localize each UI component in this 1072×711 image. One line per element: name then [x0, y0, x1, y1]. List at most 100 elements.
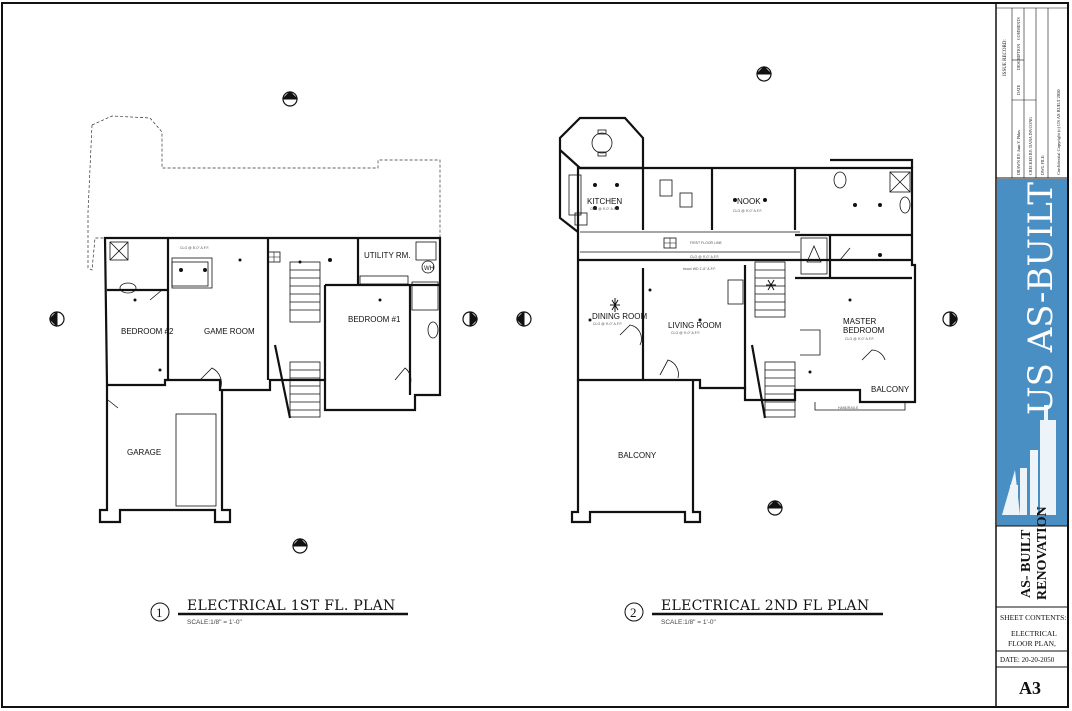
- plan-1-title: ELECTRICAL 1ST FL. PLAN: [187, 598, 396, 614]
- room-label-bedroom1: BEDROOM #1: [348, 315, 401, 324]
- room-label-game-room: GAME ROOM: [204, 327, 255, 336]
- water-heater: [421, 260, 435, 274]
- table: [591, 132, 613, 154]
- room-label-living: LIVING ROOM: [668, 321, 722, 330]
- issue-col-date: DATE: [1016, 84, 1021, 95]
- svg-text:HANDRAILS: HANDRAILS: [838, 406, 859, 410]
- ceiling-fan-icon: [610, 298, 620, 312]
- door-swing: [659, 359, 679, 379]
- sheet-date: DATE: 20-20-2050: [1000, 656, 1055, 664]
- title-block: ISSUE RECORD: DATE DESCRIPTION COMMENTS …: [996, 7, 1068, 698]
- electrical-symbols: [133, 251, 382, 372]
- plan-1-number: 1: [156, 605, 163, 620]
- marker-east-2: [942, 311, 958, 327]
- door-swing: [394, 367, 412, 386]
- counter: [568, 174, 582, 216]
- plan-2-number: 2: [630, 605, 637, 620]
- room-label-bedroom2: BEDROOM #2: [121, 327, 174, 336]
- svg-text:CLG @ 9'-0" A.F.F.: CLG @ 9'-0" A.F.F.: [671, 331, 700, 335]
- room-label-kitchen: KITCHEN: [587, 197, 622, 206]
- svg-text:FIRST FLOOR LINE: FIRST FLOOR LINE: [690, 241, 722, 245]
- room-label-dining: DINING ROOM: [592, 312, 647, 321]
- closet: [800, 237, 828, 275]
- plan-2-second-floor: HANDRAILS FIRST FLOOR LINE CLG @ 9'-0" A…: [516, 66, 958, 626]
- issue-record-label: ISSUE RECORD:: [1003, 39, 1008, 76]
- marker-west-2: [516, 311, 532, 327]
- brand-skyline-logo: [1002, 405, 1056, 515]
- svg-text:CLG @ 9'-0" A.F.F.: CLG @ 9'-0" A.F.F.: [593, 322, 622, 326]
- svg-text:CLG @ 9'-0" A.F.F.: CLG @ 9'-0" A.F.F.: [590, 207, 619, 211]
- door-swing: [199, 367, 222, 391]
- wall: [830, 158, 914, 168]
- shower: [889, 171, 911, 193]
- door-swing: [861, 349, 886, 361]
- sink: [899, 196, 911, 214]
- marker-north-top: [282, 91, 298, 107]
- room-label-nook: NOOK: [737, 197, 761, 206]
- door-swing: [619, 324, 642, 346]
- plan-2-number-circle: [624, 602, 644, 622]
- marker-south: [292, 538, 308, 554]
- toilet: [659, 179, 673, 197]
- tub: [411, 281, 439, 311]
- dwg-file: DWG FILE:: [1040, 155, 1045, 175]
- room-label-wh: WH: [424, 266, 434, 272]
- brand-name: US AS-BUILT: [1021, 182, 1061, 415]
- room-label-balcony-large: BALCONY: [618, 451, 657, 460]
- project-name-line1: AS- BUILT: [1019, 529, 1034, 598]
- plan-2-scale: SCALE:1/8" = 1'-0": [661, 619, 717, 626]
- copyright: Confidential Copyright (c) US AS BUILT 2…: [1056, 89, 1061, 175]
- garage-door: [175, 413, 217, 507]
- marker-east: [462, 311, 478, 327]
- door-swing: [839, 247, 851, 261]
- room-label-master-bedroom: BEDROOM: [843, 326, 885, 335]
- room-label-utility: UTILITY RM.: [364, 251, 411, 260]
- marker-south-2: [767, 500, 783, 516]
- sheet-number: A3: [1019, 678, 1041, 698]
- room-label-garage: GARAGE: [127, 448, 161, 457]
- issue-col-comments: COMMENTS: [1016, 17, 1021, 40]
- marker-north-top-2: [756, 66, 772, 82]
- garage-walls: [98, 385, 232, 524]
- fixture: [109, 241, 129, 261]
- project-name-line2: RENOVATION: [1035, 506, 1050, 600]
- plan1-outer-walls: [103, 236, 442, 412]
- plan-1-number-circle: [150, 602, 170, 622]
- toilet: [833, 171, 847, 189]
- fireplace: [800, 329, 821, 356]
- room-label-master: MASTER: [843, 317, 877, 326]
- washer: [415, 241, 437, 261]
- plan-1-first-floor: WH CLG @ 8'-0" A.F.F. BEDROOM #2 GAME RO…: [49, 91, 478, 626]
- shower: [171, 257, 213, 289]
- svg-text:beam WD 1'-6" A.F.F.: beam WD 1'-6" A.F.F.: [683, 267, 716, 271]
- svg-text:CLG @ 8'-0" A.F.F.: CLG @ 8'-0" A.F.F.: [180, 246, 209, 250]
- toilet: [427, 321, 439, 339]
- svg-text:CLG @ 9'-0" A.F.F.: CLG @ 9'-0" A.F.F.: [690, 255, 719, 259]
- plan-1-scale: SCALE:1/8" = 1'-0": [187, 619, 243, 626]
- roof-outline: [87, 115, 441, 271]
- issue-col-description: DESCRIPTION: [1016, 44, 1021, 70]
- kitchen-bay: [558, 116, 645, 170]
- balcony-rail: [814, 402, 906, 411]
- checked-by: CHECKED BY: DANA INVCONG: [1028, 117, 1033, 175]
- ceiling-fan-icon: [766, 279, 776, 291]
- drawn-by: DRAWN BY: Juan Y. Phlux: [1016, 130, 1021, 175]
- sink: [679, 192, 693, 208]
- svg-text:CLG @ 9'-0" A.F.F.: CLG @ 9'-0" A.F.F.: [845, 337, 874, 341]
- fireplace: [727, 279, 744, 305]
- tub: [119, 282, 137, 294]
- wall: [558, 150, 579, 233]
- electrical-symbols: [588, 183, 882, 374]
- sheet-contents-label: SHEET CONTENTS:: [1000, 613, 1066, 622]
- counter: [359, 275, 409, 285]
- svg-text:CLG @ 9'-0" A.F.F.: CLG @ 9'-0" A.F.F.: [733, 209, 762, 213]
- sheet-contents-line2: FLOOR PLAN,: [1008, 639, 1056, 648]
- balcony-large-walls: [570, 380, 702, 524]
- sink: [574, 212, 588, 226]
- plan-2-title: ELECTRICAL 2ND FL PLAN: [661, 598, 869, 614]
- marker-west: [49, 311, 65, 327]
- stairs-1: [273, 261, 321, 419]
- title-block-border: [995, 2, 1069, 708]
